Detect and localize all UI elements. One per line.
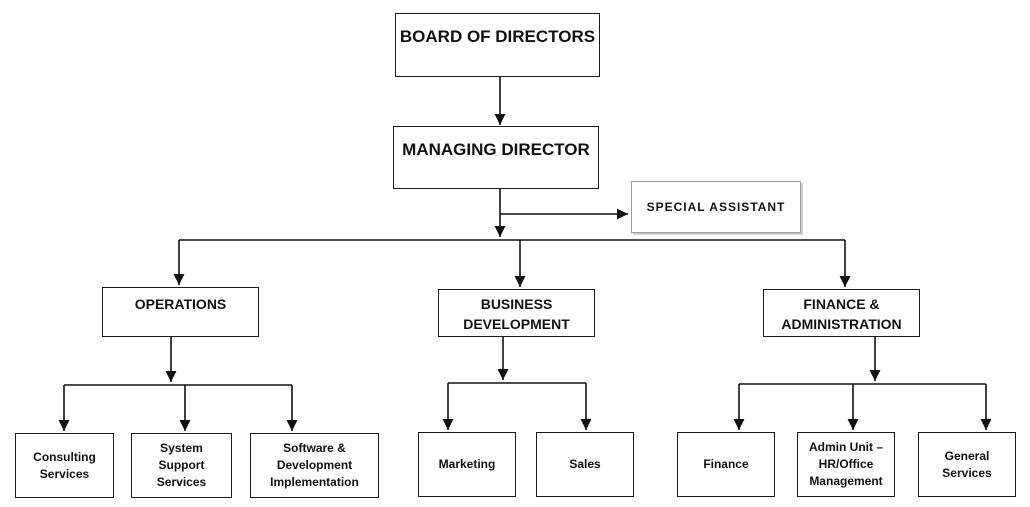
general-services-label: General Services <box>942 448 992 480</box>
finance-label: Finance <box>703 457 749 472</box>
consulting-services-box: Consulting Services <box>15 433 114 498</box>
general-services-box: General Services <box>918 432 1016 497</box>
board-of-directors-box: BOARD OF DIRECTORS <box>395 13 600 77</box>
marketing-box: Marketing <box>418 432 516 497</box>
software-development-box: Software & Development Implementation <box>250 433 379 498</box>
system-support-services-box: System Support Services <box>131 433 232 498</box>
managing-director-label: MANAGING DIRECTOR <box>402 140 590 159</box>
finance-administration-label: FINANCE & ADMINISTRATION <box>781 296 902 333</box>
sales-box: Sales <box>536 432 634 497</box>
board-of-directors-label: BOARD OF DIRECTORS <box>399 27 596 46</box>
marketing-label: Marketing <box>438 457 496 472</box>
special-assistant-label: SPECIAL ASSISTANT <box>646 199 786 214</box>
sales-label: Sales <box>569 457 601 472</box>
admin-unit-label: Admin Unit – HR/Office Management <box>809 440 883 488</box>
finance-box: Finance <box>677 432 775 497</box>
operations-label: OPERATIONS <box>134 296 227 312</box>
consulting-services-label: Consulting Services <box>33 449 96 481</box>
system-support-services-label: System Support Services <box>156 441 207 489</box>
software-development-label: Software & Development Implementation <box>270 441 359 489</box>
managing-director-box: MANAGING DIRECTOR <box>393 126 599 189</box>
finance-administration-box: FINANCE & ADMINISTRATION <box>763 289 920 337</box>
operations-box: OPERATIONS <box>102 287 259 337</box>
special-assistant-box: SPECIAL ASSISTANT <box>631 181 801 233</box>
business-development-label: BUSINESS DEVELOPMENT <box>463 296 570 333</box>
business-development-box: BUSINESS DEVELOPMENT <box>438 289 595 337</box>
admin-unit-box: Admin Unit – HR/Office Management <box>797 432 895 497</box>
